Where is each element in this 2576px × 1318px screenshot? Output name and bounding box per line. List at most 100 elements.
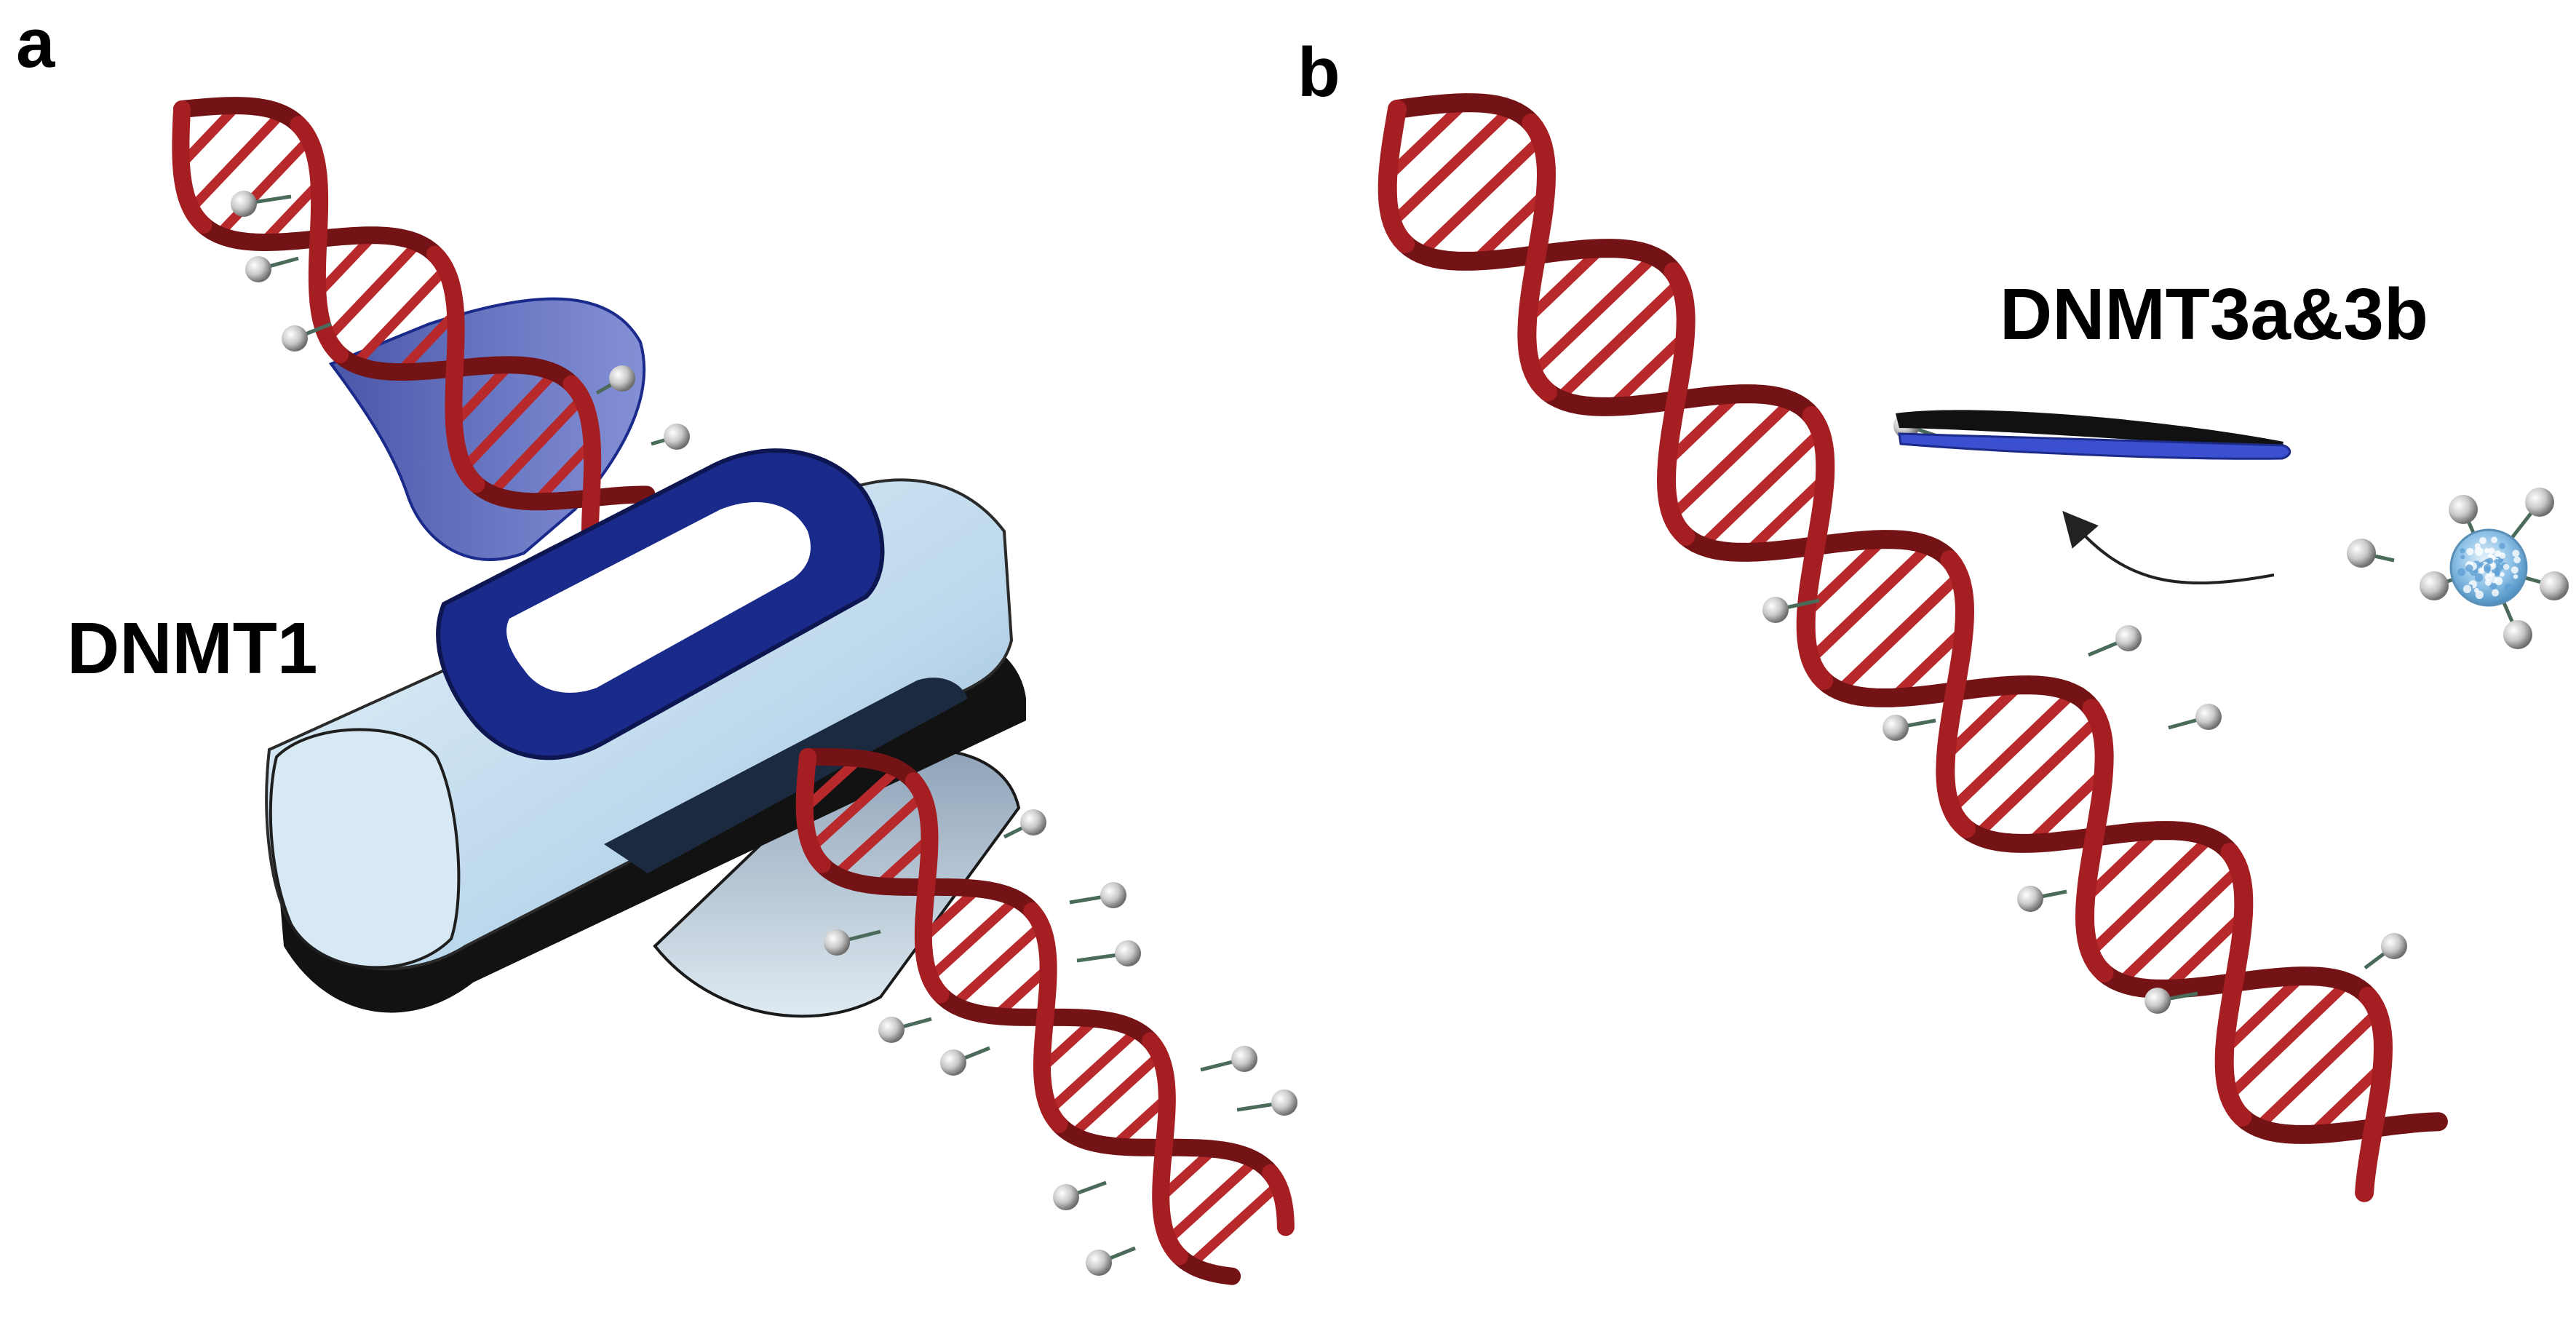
dnmt1-label: DNMT1 [67, 608, 317, 689]
methyl-group-icon [664, 424, 690, 450]
donor-texture [2465, 564, 2473, 571]
methyl-group-icon [878, 1017, 905, 1043]
panel-b: b DNMT3a&3b [1297, 33, 2569, 1193]
dna-strand [1388, 109, 1406, 244]
methyl-group-icon [282, 325, 308, 352]
methyl-group-icon [245, 256, 271, 282]
methyl-group-icon [231, 191, 257, 217]
base-pair-rung [1810, 546, 1929, 659]
methyl-group-icon [1271, 1089, 1297, 1116]
base-pair-rung [1559, 282, 1679, 398]
panel-a-letter: a [16, 4, 55, 82]
base-pair-rung [2120, 869, 2239, 982]
donor-texture [2494, 577, 2503, 585]
base-pair-rung [1168, 1160, 1255, 1239]
donor-texture [2513, 574, 2519, 579]
printer-icon [266, 450, 1026, 1016]
donor-texture [2475, 573, 2484, 582]
methyl-group-icon [1100, 882, 1126, 908]
base-pair-rung [1533, 256, 1654, 372]
donor-texture [2488, 553, 2493, 558]
base-pair-rung [2258, 1012, 2378, 1127]
methyl-group-icon [1883, 715, 1909, 741]
methyl-donor-icon [2347, 488, 2569, 649]
donor-texture [2504, 584, 2512, 592]
donor-texture [2479, 537, 2486, 544]
base-pair-rung [1421, 139, 1541, 254]
donor-texture [2489, 548, 2495, 555]
base-pair-rung [2091, 838, 2211, 953]
base-pair-rung [327, 243, 418, 338]
donor-texture [2499, 543, 2505, 549]
dna-strand [2225, 852, 2244, 1117]
donor-texture [2460, 548, 2465, 553]
base-pair-rung [2229, 982, 2348, 1096]
dna-helix-b [1388, 103, 2438, 1193]
donor-texture [2503, 563, 2510, 570]
panel-b-letter: b [1297, 33, 1340, 111]
donor-texture [2500, 572, 2505, 577]
base-pair-rung [1190, 1185, 1278, 1265]
methyl-group-icon [2540, 571, 2569, 600]
donor-texture [2475, 547, 2484, 556]
donor-texture [2476, 591, 2484, 599]
printer-end-cap [271, 730, 459, 968]
dna-strand [1945, 560, 1966, 829]
donor-texture [2460, 555, 2465, 559]
donor-texture [2512, 549, 2519, 557]
dna-strand [1397, 103, 1531, 123]
dna-strand [1666, 271, 1686, 536]
base-pair-rung [1702, 432, 1821, 546]
dna-strand [1806, 416, 1826, 680]
donor-texture [2494, 550, 2501, 557]
methyl-group-icon [1762, 597, 1789, 623]
methyl-group-icon [1086, 1250, 1112, 1276]
base-pair-rung [1977, 719, 2098, 835]
donor-texture [2492, 589, 2499, 597]
base-pair-rung [1073, 1055, 1160, 1135]
methyl-group-icon [609, 365, 635, 392]
methyl-group-icon [1231, 1046, 1257, 1072]
methyl-group-icon [2017, 886, 2043, 912]
donor-texture [2484, 564, 2491, 571]
arrow-icon [2074, 524, 2274, 583]
methyl-group-icon [2503, 620, 2532, 649]
dnmt3-label: DNMT3a&3b [2000, 274, 2428, 355]
methyl-group-icon [2449, 495, 2478, 524]
donor-texture [2511, 566, 2519, 573]
donor-texture [2466, 548, 2473, 555]
dna-helix-output [805, 757, 1286, 1277]
methyl-group-icon [2195, 704, 2222, 730]
methyl-group-icon [2144, 988, 2171, 1014]
methyl-group-icon [2115, 625, 2142, 651]
base-pair-rung [1672, 401, 1792, 516]
donor-texture [2463, 585, 2471, 593]
methyl-group-icon [2420, 571, 2449, 600]
dna-strand [1527, 123, 1548, 392]
methyl-group-icon [1115, 940, 1141, 966]
panel-a: a DNMT1 [16, 4, 1297, 1277]
dna-strand [1271, 1173, 1286, 1228]
donor-texture [2457, 568, 2465, 576]
methyl-group-icon [1020, 809, 1046, 835]
methyl-group-icon [2381, 933, 2407, 959]
donor-texture [2486, 557, 2493, 564]
methyl-group-icon [940, 1049, 966, 1076]
donor-texture [2485, 573, 2492, 581]
base-pair-rung [1392, 109, 1511, 223]
tweezers-icon [1896, 410, 2290, 458]
methyl-group-icon [2347, 539, 2376, 568]
dna-strand [180, 109, 203, 225]
donor-texture [2491, 537, 2497, 544]
donor-texture [2513, 556, 2521, 563]
methyl-group-icon [1053, 1184, 1079, 1210]
base-pair-rung [1050, 1031, 1137, 1111]
base-pair-rung [1952, 693, 2072, 809]
dna-strand [2085, 708, 2104, 973]
methyl-group-icon [824, 929, 850, 956]
base-pair-rung [1840, 576, 1960, 691]
base-pair-rung [218, 139, 309, 234]
methyl-group-icon [2525, 488, 2554, 517]
dna-strand [182, 106, 298, 124]
